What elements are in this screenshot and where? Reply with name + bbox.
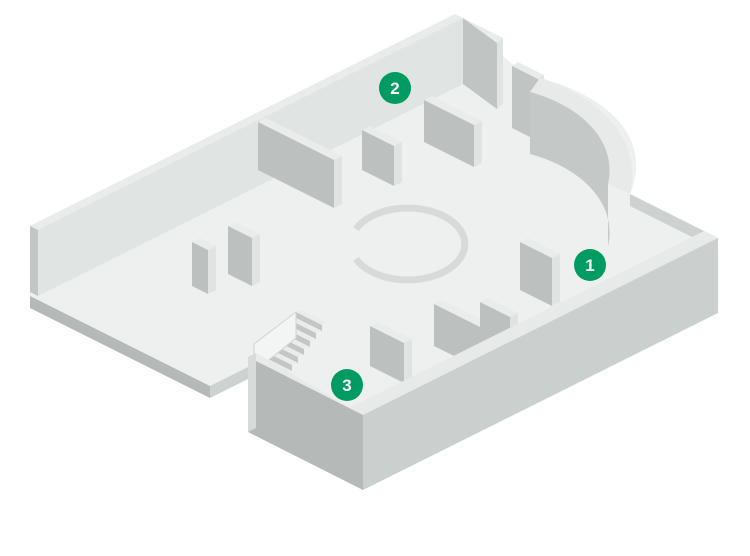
partition-wall-end-cap: [334, 156, 342, 208]
front-right-wall-top: [349, 231, 718, 415]
partition-wall-top: [192, 238, 216, 250]
marker-1[interactable]: 1: [574, 249, 606, 281]
partition-wall-top: [258, 118, 342, 160]
front-left-wall-top: [248, 353, 363, 415]
markers: 2 1 3: [331, 72, 606, 401]
partition-wall-top: [228, 222, 260, 238]
partition-wall-end-cap: [474, 121, 482, 167]
curved-wall-inner-face: [530, 92, 610, 246]
partition-wall-end-cap: [252, 234, 260, 286]
back-right-wall-top: [455, 14, 503, 43]
door-jamb-top: [512, 62, 544, 79]
back-left-wall-end-cap: [30, 226, 38, 296]
partition-wall-face: [258, 122, 334, 208]
apron-edge-jog: [210, 365, 252, 398]
front-left-wall-end-cap: [248, 353, 256, 432]
back-left-wall-inner-face: [38, 18, 463, 296]
back-left-wall-top: [30, 14, 463, 230]
marker-3-circle[interactable]: [331, 369, 363, 401]
front-left-wall: [248, 353, 363, 490]
partition-wall-end-cap: [404, 339, 412, 383]
partition-wall-top: [424, 96, 482, 125]
stair-balustrade: [253, 310, 297, 374]
partition-wall-top: [520, 238, 560, 258]
partition-wall-face: [424, 100, 474, 167]
curved-wall-top-band: [530, 78, 633, 194]
partition-wall-end-cap: [552, 254, 560, 306]
stair-tread: [296, 310, 328, 325]
partition-wall-end-cap: [208, 246, 216, 294]
front-right-wall-outer-face: [363, 238, 718, 490]
marker-3[interactable]: 3: [331, 369, 363, 401]
apron-edge-front: [30, 296, 210, 398]
back-right-wall-inner-face: [463, 18, 497, 109]
partition-wall-face: [228, 226, 252, 286]
partition-wall-top: [370, 322, 412, 343]
front-left-wall-outer-face: [248, 357, 363, 490]
partition-wall-face: [192, 242, 208, 294]
partition-wall-top: [362, 126, 402, 146]
partition-wall-face: [520, 242, 552, 306]
partition-wall-face: [370, 326, 404, 383]
center-ring: [353, 204, 469, 284]
marker-1-circle[interactable]: [574, 249, 606, 281]
marker-2-label: 2: [390, 79, 399, 98]
marker-2[interactable]: 2: [379, 72, 411, 104]
curved-wall: [530, 78, 633, 246]
partition-wall-top: [480, 298, 518, 317]
partition-wall-end-cap: [394, 142, 402, 186]
apron-edges: [30, 296, 252, 398]
partition-wall-face: [362, 130, 394, 186]
marker-2-circle[interactable]: [379, 72, 411, 104]
front-right-wall: [349, 231, 718, 490]
partition-walls: [192, 96, 560, 383]
partition-wall-top: [434, 300, 490, 328]
marker-1-label: 1: [585, 256, 594, 275]
back-left-wall: [30, 14, 463, 296]
marker-3-label: 3: [342, 376, 351, 395]
stair-tread: [290, 318, 322, 333]
back-right-wall-end-cap: [497, 38, 503, 109]
stair-riser: [296, 312, 322, 331]
